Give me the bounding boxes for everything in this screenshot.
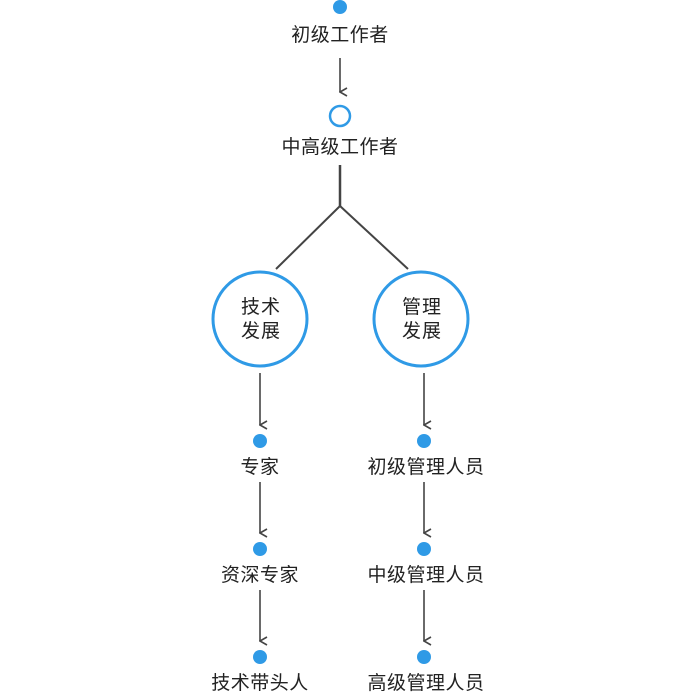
technical-development-text: 技术 发展 [241,295,281,343]
management-circle-line-1: 管理 [401,296,443,318]
mid-ring [328,104,352,128]
start-dot [333,0,347,14]
fork-left-branch [275,205,341,270]
technical-development-circle [211,270,309,368]
fork-right-branch [339,205,409,270]
technical-step-label: 资深专家 [220,564,300,586]
management-step-label: 中级管理人员 [367,564,485,586]
management-step-label: 初级管理人员 [367,456,485,478]
technical-step-dot-2 [253,542,267,556]
technical-step-label: 专家 [240,456,280,478]
management-step-label: 高级管理人员 [367,672,485,694]
mid-label: 中高级工作者 [281,136,399,158]
technical-step-label: 技术带头人 [211,672,309,694]
management-step-dot-1 [417,434,431,448]
management-development-circle [372,270,470,368]
technical-circle-line-2: 发展 [240,320,282,342]
technical-step-dot-1 [253,434,267,448]
management-step-dot-3 [417,650,431,664]
technical-step-dot-3 [253,650,267,664]
management-step-dot-2 [417,542,431,556]
technical-circle-line-1: 技术 [240,296,282,318]
start-label: 初级工作者 [291,24,389,46]
management-development-text: 管理 发展 [402,295,442,343]
management-circle-line-2: 发展 [401,320,443,342]
